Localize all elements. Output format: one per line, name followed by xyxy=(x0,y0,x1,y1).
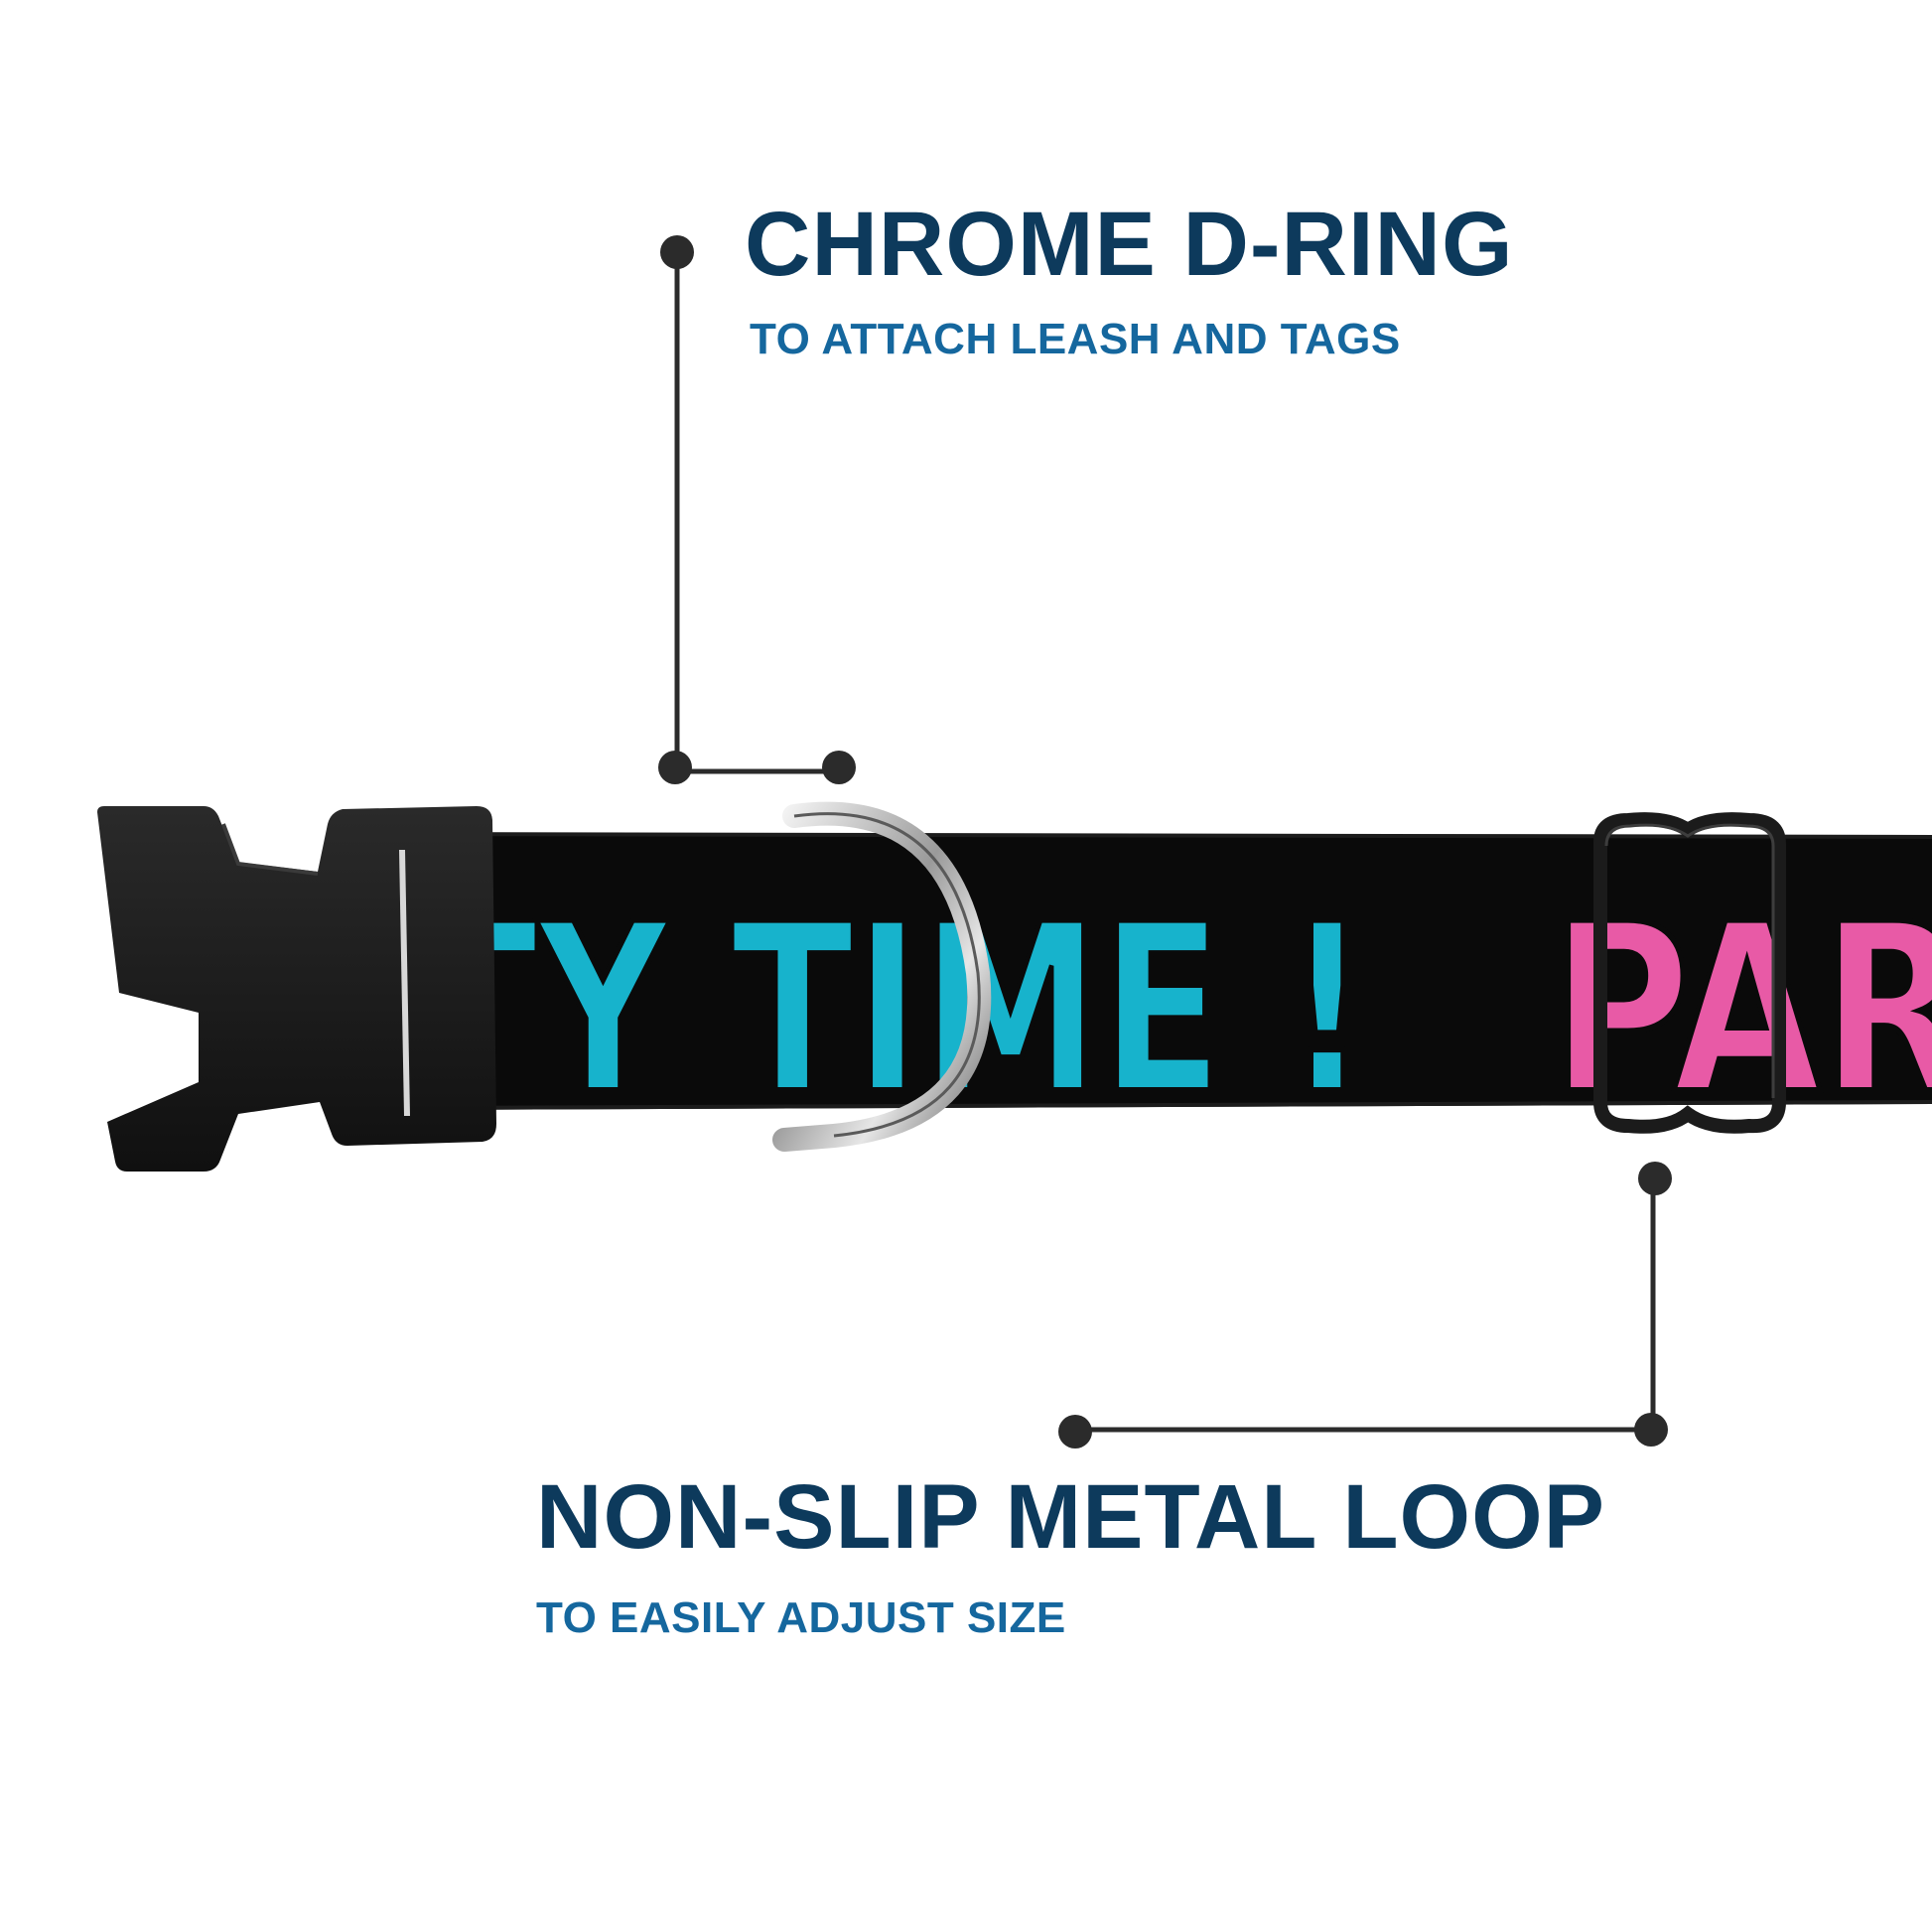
chrome-d-ring xyxy=(772,801,992,1152)
callout-dot xyxy=(822,751,856,784)
dring-callout-subtitle: TO ATTACH LEASH AND TAGS xyxy=(750,315,1401,363)
callout-dot xyxy=(660,235,694,269)
callout-dot xyxy=(1058,1415,1092,1449)
collar-print-cyan: TY TIME ! xyxy=(415,875,1368,1146)
loop-callout-subtitle: TO EASILY ADJUST SIZE xyxy=(536,1593,1066,1642)
dring-callout-connector xyxy=(658,235,856,784)
loop-callout-title: NON-SLIP METAL LOOP xyxy=(536,1466,1606,1568)
non-slip-metal-loop xyxy=(1593,812,1786,1134)
callout-dot xyxy=(658,751,692,784)
buckle-slot-highlight xyxy=(399,849,410,1117)
collar-print-pink: PAR xyxy=(1551,875,1932,1146)
loop-callout-connector xyxy=(1058,1162,1672,1449)
side-release-buckle xyxy=(97,806,496,1172)
callout-dot xyxy=(1634,1413,1668,1447)
collar-strap xyxy=(391,832,1932,1110)
callout-dot xyxy=(1638,1162,1672,1195)
dring-callout-title: CHROME D-RING xyxy=(745,194,1514,295)
